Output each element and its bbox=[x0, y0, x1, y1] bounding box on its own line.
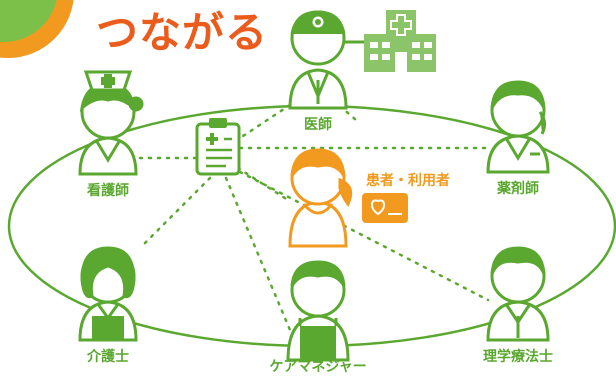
corner-decoration bbox=[0, 0, 74, 58]
label-nurse: 看護師 bbox=[87, 183, 129, 199]
patient-figure bbox=[288, 148, 353, 248]
doctor-figure bbox=[288, 10, 348, 110]
care-manager-figure bbox=[286, 260, 350, 362]
diagram-title: つながる bbox=[96, 8, 269, 57]
label-caregiver: 介護士 bbox=[87, 349, 129, 365]
heart-card-icon bbox=[362, 193, 408, 223]
nurse-figure bbox=[78, 70, 144, 176]
label-doctor: 医師 bbox=[304, 117, 332, 133]
connection-lines bbox=[138, 103, 492, 332]
physical-therapist-figure bbox=[486, 246, 550, 342]
label-pharmacist: 薬剤師 bbox=[497, 181, 539, 197]
label-patient: 患者・利用者 bbox=[366, 173, 450, 189]
label-care-manager: ケアマネジャー bbox=[269, 359, 367, 375]
caregiver-figure bbox=[78, 246, 138, 342]
label-physical-therapist: 理学療法士 bbox=[483, 349, 553, 365]
medical-record-clipboard-icon bbox=[195, 118, 241, 176]
pharmacist-figure bbox=[486, 80, 550, 174]
hospital-icon bbox=[364, 10, 436, 72]
